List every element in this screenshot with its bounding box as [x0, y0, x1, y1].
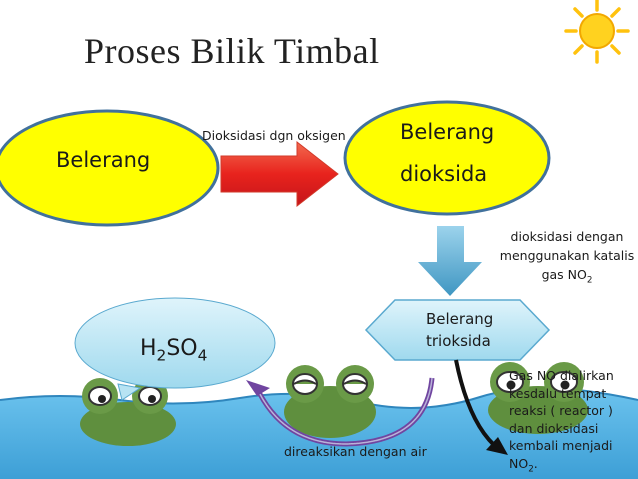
node-sulfur-dioxide: [343, 100, 551, 216]
label-catalysis-gas: gas NO: [541, 267, 587, 282]
note-period: .: [533, 455, 538, 471]
arrow-water-reaction: [246, 377, 435, 447]
note-line-3: reaksi ( reactor ): [509, 403, 613, 419]
frog-left-decoration: [80, 378, 176, 446]
frog-center-decoration: [284, 365, 376, 438]
label-oxidation-step: Dioksidasi dgn oksigen: [202, 128, 346, 143]
arrow-catalysis: [418, 226, 482, 296]
formula-so-subscript: 4: [197, 346, 208, 365]
note-line-4: dan dioksidasi: [509, 420, 599, 436]
formula-h-subscript: 2: [156, 346, 167, 365]
node-sulfuric-acid-label: H2SO4: [140, 336, 207, 364]
node-sulfur-dioxide-label-2: dioksida: [400, 162, 488, 186]
note-line-1: Gas NO dialirkan: [509, 368, 614, 383]
formula-so: SO: [166, 336, 198, 361]
frog-right-decoration: [488, 362, 588, 434]
node-sulfur-trioxide-label-2: trioksida: [426, 332, 491, 350]
sun-icon: [564, 0, 630, 64]
label-catalysis-line-1: dioksidasi dengan: [510, 229, 624, 244]
note-line-2: kesdalu tempat: [509, 385, 607, 401]
note-line-5: kembali menjadi: [509, 438, 613, 454]
node-sulfur-trioxide-label-1: Belerang: [426, 310, 494, 328]
label-no-recycle-note: Gas NO dialirkan kesdalu tempat reaksi (…: [509, 367, 638, 479]
label-water-reaction: direaksikan dengan air: [284, 444, 427, 459]
node-sulfur: [0, 109, 220, 227]
label-catalysis-step: dioksidasi dengan menggunakan katalis ga…: [492, 227, 638, 291]
node-sulfur-label: Belerang: [56, 148, 151, 172]
node-sulfur-trioxide: [364, 299, 551, 361]
arrow-oxidation: [220, 140, 339, 208]
label-catalysis-line-3: gas NO2: [492, 265, 638, 291]
note-no-subscript: 2: [528, 464, 534, 475]
formula-h: H: [140, 336, 157, 361]
page-title: Proses Bilik Timbal: [84, 31, 380, 71]
label-catalysis-line-2: menggunakan katalis: [499, 248, 635, 263]
node-sulfuric-acid: [74, 297, 276, 401]
note-line-6: NO2.: [509, 455, 638, 479]
label-catalysis-subscript: 2: [586, 275, 593, 286]
arrow-recycle-no: [454, 359, 508, 455]
note-no: NO: [509, 455, 529, 471]
node-sulfur-dioxide-label-1: Belerang: [400, 120, 495, 144]
